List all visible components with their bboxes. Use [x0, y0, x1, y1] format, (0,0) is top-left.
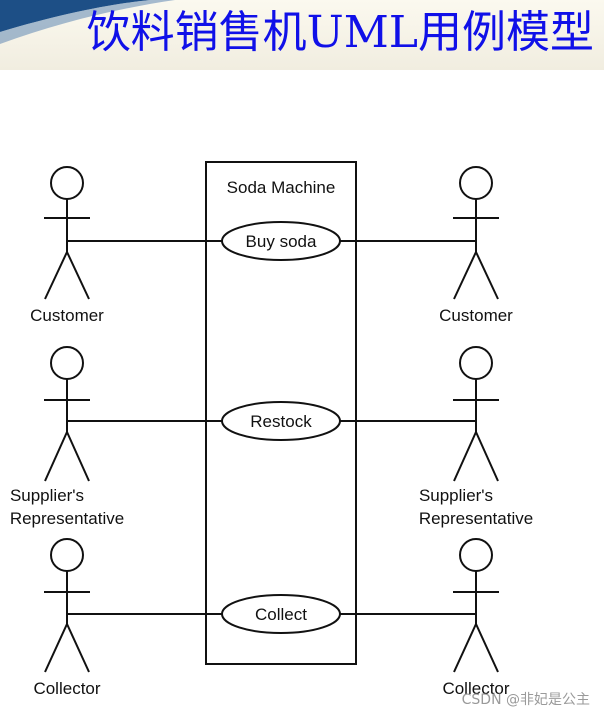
stick-figure-icon	[453, 538, 499, 673]
stick-figure-icon	[453, 166, 499, 300]
use-case-ellipse	[221, 594, 341, 634]
stick-figure-icon	[44, 166, 90, 300]
actor-label-line1: Supplier's	[10, 486, 84, 505]
actor-suppliers-representative-right: Supplier's Representative	[419, 346, 533, 528]
associations	[67, 240, 476, 615]
slide-title: 饮料销售机UML用例模型	[86, 7, 594, 58]
actor-suppliers-representative-left: Supplier's Representative	[10, 346, 124, 528]
use-case-label: Buy soda	[246, 232, 317, 251]
actor-label-line2: Representative	[419, 509, 533, 528]
actor-label: Collector	[33, 679, 100, 698]
actor-customer-left: Customer	[30, 166, 104, 325]
use-case-restock: Restock	[221, 401, 341, 441]
use-case-ellipse	[221, 221, 341, 261]
actor-customer-right: Customer	[439, 166, 513, 325]
actor-label: Customer	[439, 306, 513, 325]
use-case-collect: Collect	[221, 594, 341, 634]
stick-figure-icon	[44, 538, 90, 673]
system-name: Soda Machine	[227, 178, 336, 197]
slide-header: 饮料销售机UML用例模型	[0, 0, 604, 70]
actor-label-line1: Supplier's	[419, 486, 493, 505]
actor-collector-left: Collector	[33, 538, 101, 698]
use-case-buy-soda: Buy soda	[221, 221, 341, 261]
system-boundary	[205, 161, 357, 665]
actor-label: Customer	[30, 306, 104, 325]
use-case-label: Restock	[250, 412, 312, 431]
actor-collector-right: Collector	[442, 538, 510, 698]
actor-label-line2: Representative	[10, 509, 124, 528]
watermark: CSDN @非妃是公主	[461, 692, 590, 708]
stick-figure-icon	[453, 346, 499, 482]
stick-figure-icon	[44, 346, 90, 482]
use-case-label: Collect	[255, 605, 307, 624]
header-swoosh-decoration	[0, 0, 175, 44]
use-case-ellipse	[221, 401, 341, 441]
actor-label: Collector	[442, 679, 509, 698]
